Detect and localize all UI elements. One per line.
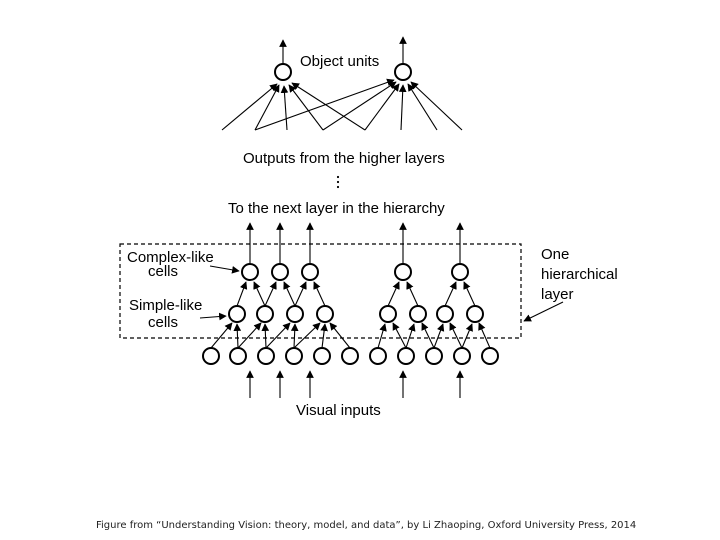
complex-cell <box>241 263 259 281</box>
object-unit-left <box>274 63 292 81</box>
one-layer-label-line2: hierarchical <box>541 266 618 283</box>
figure-caption: Figure from “Understanding Vision: theor… <box>96 520 636 531</box>
one-layer-label-line3: layer <box>541 286 574 303</box>
simple-to-complex-arrows <box>236 281 476 307</box>
input-units-group <box>202 347 499 365</box>
complex-cell <box>271 263 289 281</box>
simple-cell <box>228 305 246 323</box>
complex-cells-group <box>241 222 469 281</box>
simple-cell <box>436 305 454 323</box>
input-unit <box>341 347 359 365</box>
simple-cells-label-line2: cells <box>148 314 178 331</box>
layer-pointer-arrow <box>523 301 564 322</box>
one-layer-label-line1: One <box>541 246 569 263</box>
object-units-label: Object units <box>300 53 379 70</box>
simple-cell <box>286 305 304 323</box>
simple-cell <box>316 305 334 323</box>
outputs-higher-label: Outputs from the higher layers <box>243 150 445 167</box>
visual-inputs-label: Visual inputs <box>296 402 381 419</box>
input-unit <box>229 347 247 365</box>
input-unit <box>481 347 499 365</box>
complex-cells-label-line2: cells <box>148 263 178 280</box>
visual-input-arrows <box>246 370 464 398</box>
input-unit <box>202 347 220 365</box>
input-unit <box>369 347 387 365</box>
object-unit-right <box>394 63 412 81</box>
complex-pointer-arrow <box>209 265 240 274</box>
complex-cells-label-line1: Complex-like <box>127 249 214 266</box>
simple-pointer-arrow <box>199 312 227 321</box>
input-unit <box>257 347 275 365</box>
hierarchical-layer-box <box>119 243 522 339</box>
object-input-arrows <box>221 78 463 131</box>
input-unit <box>453 347 471 365</box>
simple-cells-label-line1: Simple-like <box>129 297 202 314</box>
input-to-simple-arrows <box>210 322 491 349</box>
simple-cell <box>409 305 427 323</box>
complex-cell <box>394 263 412 281</box>
input-unit <box>397 347 415 365</box>
complex-cell <box>451 263 469 281</box>
complex-cell <box>301 263 319 281</box>
object-units-group: Object units <box>221 36 463 131</box>
simple-cells-group <box>228 305 484 323</box>
input-unit <box>425 347 443 365</box>
simple-cell <box>256 305 274 323</box>
input-unit <box>313 347 331 365</box>
simple-cell <box>466 305 484 323</box>
simple-cell <box>379 305 397 323</box>
input-unit <box>285 347 303 365</box>
next-layer-label: To the next layer in the hierarchy <box>228 200 445 217</box>
vertical-ellipsis <box>336 175 340 189</box>
